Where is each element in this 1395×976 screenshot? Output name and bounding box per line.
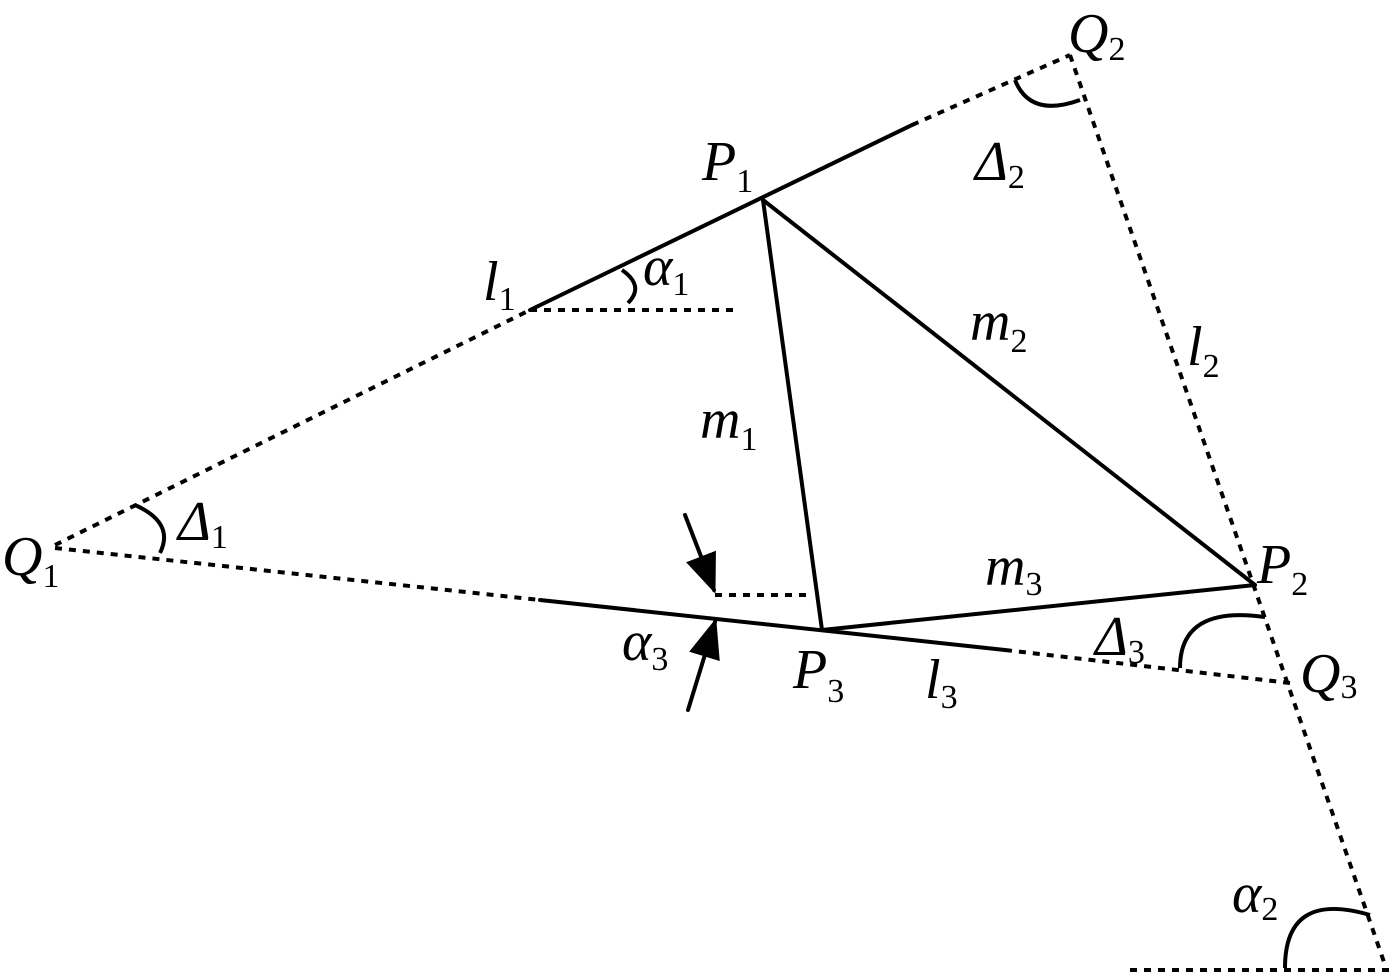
label-alpha2: α2 [1232,863,1278,928]
arrow-alpha3-lower [686,618,720,712]
arc-alpha2 [1283,906,1371,969]
label-m2: m2 [970,291,1027,360]
arc-alpha1 [620,268,638,305]
label-m3: m3 [985,536,1042,603]
label-delta3: Δ3 [1093,606,1145,671]
label-P2: P2 [1256,534,1308,603]
side-m3 [820,583,1257,632]
label-Q2: Q2 [1068,3,1125,68]
line-l1-dashed-lower [54,308,531,547]
line-l3-dashed-left [54,546,541,602]
label-l3: l3 [925,649,958,716]
label-m1: m1 [700,389,757,458]
label-l2: l2 [1187,316,1220,385]
line-l3-solid-segment [538,598,1007,652]
label-l1: l1 [483,251,516,318]
label-P1: P1 [701,131,753,200]
arrow-alpha3-upper [683,513,716,594]
label-delta2: Δ2 [973,131,1025,196]
side-m2 [761,198,1257,587]
label-delta1: Δ1 [176,491,228,556]
line-l3-dashed-right [1004,648,1291,685]
label-Q3: Q3 [1300,643,1357,706]
side-m1 [761,198,824,632]
line-l2-dashed [1068,54,1387,966]
label-alpha3: α3 [622,611,668,678]
line-l1-solid-segment [528,123,914,312]
label-alpha1: α1 [643,236,689,303]
arc-delta1 [134,503,166,554]
label-Q1: Q1 [2,526,59,595]
label-P3: P3 [792,639,844,710]
arc-delta3 [1178,613,1266,669]
line-l1-dashed-upper [911,53,1071,127]
arc-delta2 [1013,79,1081,108]
